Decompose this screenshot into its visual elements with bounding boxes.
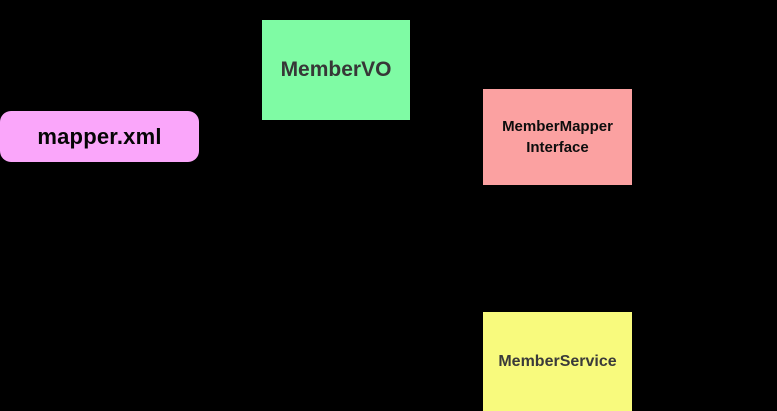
node-member-mapper-interface-label-line1: MemberMapper <box>502 118 613 135</box>
node-member-mapper-interface-label: MemberMapper Interface <box>502 116 613 158</box>
node-mapper-xml-label: mapper.xml <box>37 123 162 149</box>
node-member-vo-label: MemberVO <box>280 58 392 81</box>
node-mapper-xml: mapper.xml <box>0 111 199 162</box>
node-member-service-label: MemberService <box>498 353 617 370</box>
node-member-vo: MemberVO <box>262 20 410 120</box>
node-member-mapper-interface-label-line2: Interface <box>526 139 589 156</box>
node-member-service: MemberService <box>483 312 632 411</box>
node-member-mapper-interface: MemberMapper Interface <box>483 89 632 185</box>
